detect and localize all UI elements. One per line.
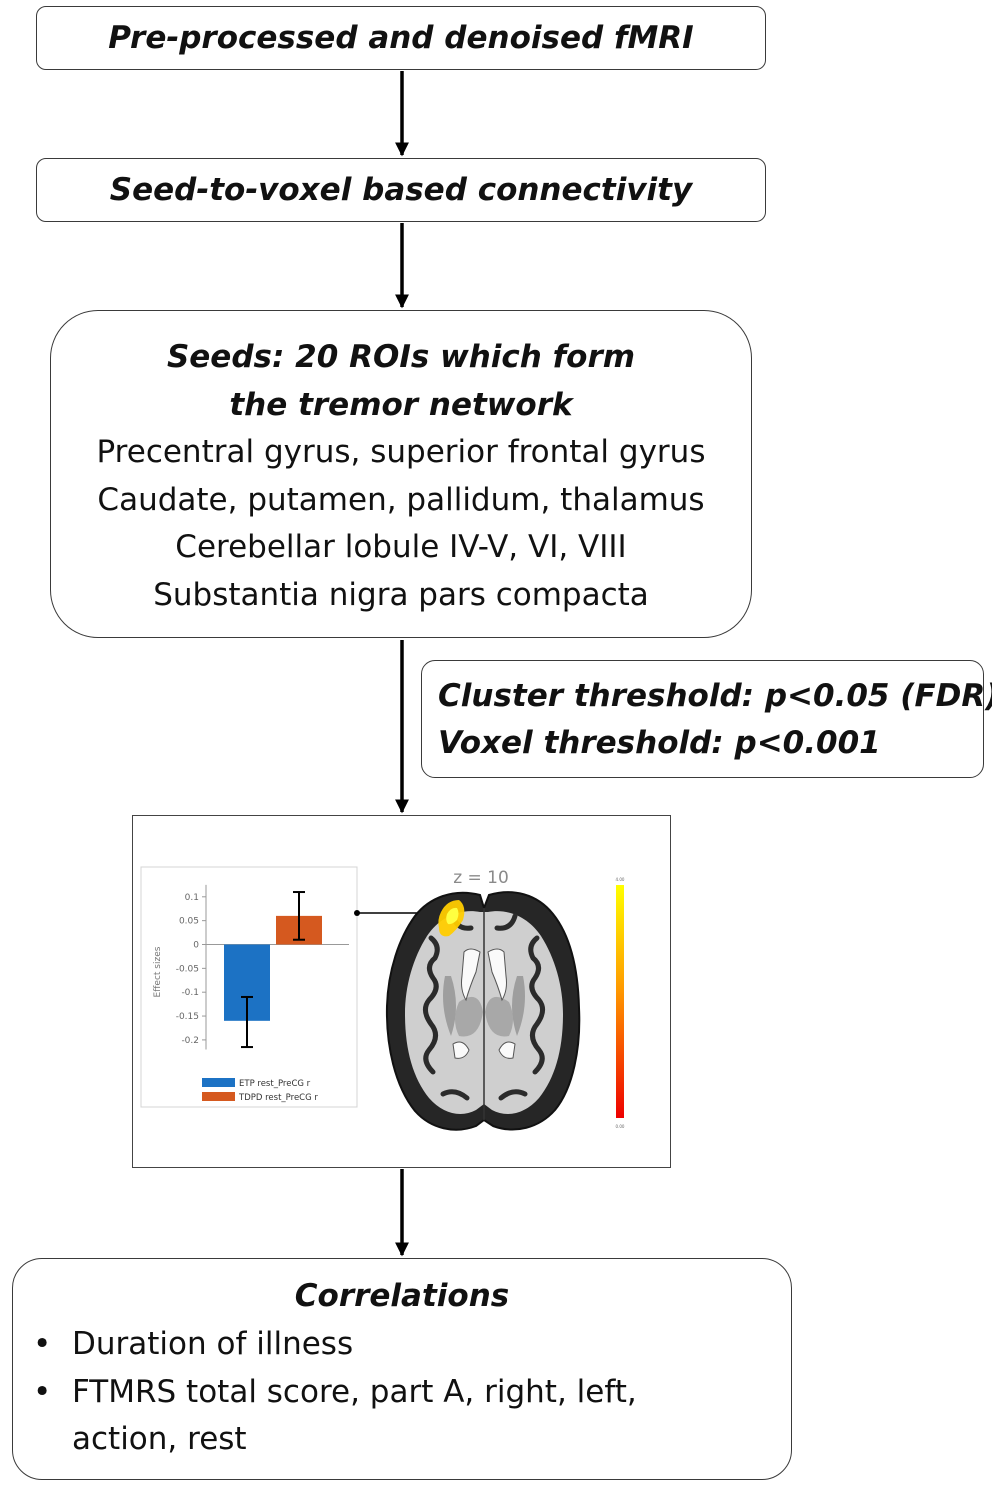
thalamus [455,996,513,1037]
posterior-ventricles [452,1041,516,1059]
seeds-box: Seeds: 20 ROIs which form the tremor net… [50,310,752,638]
preprocessing-box: Pre-processed and denoised fMRI [36,6,766,70]
result-figure-svg: 0.10.050-0.05-0.1-0.15-0.2 Effect sizes … [140,866,625,1131]
y-tick-label: -0.15 [176,1012,199,1022]
bullet: • [33,1373,52,1410]
correlations-title: Correlations [294,1278,510,1314]
y-tick-label: -0.05 [176,964,199,974]
y-tick-label: 0.05 [179,917,199,927]
list-item-continuation: action, rest [33,1416,791,1464]
y-tick-label: 0 [193,941,199,951]
correlation-item-text: action, rest [72,1421,247,1457]
correlations-box: Correlations • Duration of illness • FTMRS… [12,1258,792,1480]
y-tick-label: 0.1 [185,893,199,903]
seeds-title-line1: Seeds: 20 ROIs which form [166,339,636,375]
y-tick-label: -0.1 [181,988,199,998]
colorbar-min-label: 0.00 [616,1124,625,1129]
basal-ganglia [443,976,525,1036]
y-axis-label: Effect sizes [153,946,163,997]
connectivity-box: Seed-to-voxel based connectivity [36,158,766,222]
cluster-threshold: Cluster threshold: p<0.05 (FDR) [438,678,992,714]
list-item: • Duration of illness [33,1321,791,1369]
brain-slice [385,891,581,1131]
effect-size-chart: 0.1 0.05 0 -0.05 -0.1 -0.15 -0.2 [176,884,349,1050]
correlations-list: • Duration of illness • FTMRS total score,… [13,1321,791,1464]
lateral-ventricles [461,948,507,1002]
seed-item: Substantia nigra pars compacta [153,576,649,613]
legend-label-tdpd: TDPD rest_PreCG r [238,1093,318,1103]
slice-label: z = 10 [453,868,509,888]
colorbar-max-label: 4.00 [616,877,625,882]
legend-label-etp: ETP rest_PreCG r [239,1079,311,1089]
brain-gyri-pattern [423,913,545,1101]
activation-cluster-core [446,907,459,925]
bullet: • [33,1326,52,1362]
legend-swatch-tdpd [202,1092,235,1101]
connectivity-label: Seed-to-voxel based connectivity [109,172,693,208]
y-tick-label: -0.2 [181,1036,199,1046]
list-item: • FTMRS total score, part A, right, left, [33,1369,791,1417]
seed-item: Precentral gyrus, superior frontal gyrus [96,434,706,470]
correlation-item-text: FTMRS total score, part A, right, left, [72,1373,637,1410]
voxel-threshold: Voxel threshold: p<0.001 [438,725,881,761]
correlation-item-text: Duration of illness [72,1326,354,1362]
seed-item: Caudate, putamen, pallidum, thalamus [97,481,705,518]
threshold-box: Cluster threshold: p<0.05 (FDR) Voxel th… [421,660,992,778]
seeds-title-line2: the tremor network [229,387,573,423]
seed-item: Cerebellar lobule IV-V, VI, VIII [175,529,627,565]
preprocessing-label: Pre-processed and denoised fMRI [108,20,694,56]
color-bar [616,885,624,1118]
legend-swatch-etp [202,1078,235,1087]
